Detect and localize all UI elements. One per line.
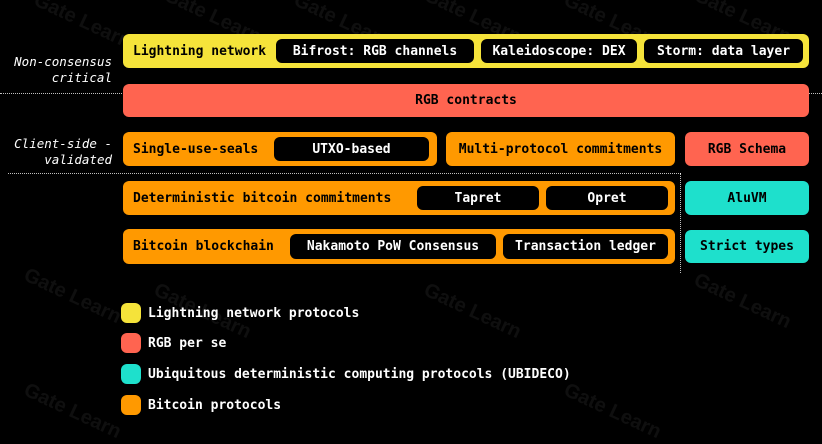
legend-swatch — [121, 333, 141, 353]
watermark: Gate Learn — [560, 378, 665, 444]
legend-swatch — [121, 364, 141, 384]
multi-protocol-commitments-layer: Multi-protocol commitments — [446, 132, 675, 166]
legend-label: Lightning network protocols — [148, 305, 360, 321]
nakamoto-pow-pill: Nakamoto PoW Consensus — [290, 234, 496, 259]
strict-types-box: Strict types — [685, 230, 809, 263]
legend-item-ubideco: Ubiquitous deterministic computing proto… — [121, 364, 571, 384]
legend-label: RGB per se — [148, 335, 227, 351]
legend-item-rgb: RGB per se — [121, 333, 226, 353]
bitcoin-blockchain-label: Bitcoin blockchain — [133, 239, 274, 254]
strict-types-label: Strict types — [700, 239, 794, 254]
deterministic-commitments-label: Deterministic bitcoin commitments — [133, 190, 392, 206]
bifrost-pill: Bifrost: RGB channels — [276, 39, 474, 63]
legend-label: Ubiquitous deterministic computing proto… — [148, 366, 571, 382]
client-side-vertical-divider — [680, 173, 681, 273]
utxo-based-pill: UTXO-based — [274, 137, 429, 161]
multi-protocol-commitments-label: Multi-protocol commitments — [458, 141, 663, 157]
aluvm-box: AluVM — [685, 181, 809, 215]
non-consensus-label: Non-consensus critical — [14, 54, 112, 85]
watermark: Gate Learn — [20, 378, 125, 444]
kaleidoscope-pill: Kaleidoscope: DEX — [481, 39, 637, 63]
client-side-label: Client-side -validated — [14, 136, 112, 167]
rgb-contracts-layer: RGB contracts — [123, 84, 809, 117]
single-use-seals-label: Single-use-seals — [133, 141, 259, 157]
legend-swatch — [121, 395, 141, 415]
client-side-divider — [8, 173, 681, 174]
storm-pill: Storm: data layer — [644, 39, 803, 63]
legend-item-lightning: Lightning network protocols — [121, 303, 359, 323]
rgb-schema-box: RGB Schema — [685, 132, 809, 166]
watermark: Gate Learn — [420, 278, 525, 344]
watermark: Gate Learn — [20, 263, 125, 329]
rgb-schema-label: RGB Schema — [707, 141, 787, 157]
opret-pill: Opret — [546, 186, 668, 210]
aluvm-label: AluVM — [727, 190, 767, 206]
transaction-ledger-pill: Transaction ledger — [503, 234, 668, 259]
lightning-network-label: Lightning network — [133, 43, 267, 59]
tapret-pill: Tapret — [417, 186, 539, 210]
watermark: Gate Learn — [690, 268, 795, 334]
legend-swatch — [121, 303, 141, 323]
legend-item-bitcoin: Bitcoin protocols — [121, 395, 281, 415]
legend-label: Bitcoin protocols — [148, 397, 282, 413]
watermark: Gate Learn — [30, 0, 135, 54]
rgb-contracts-label: RGB contracts — [415, 93, 517, 108]
